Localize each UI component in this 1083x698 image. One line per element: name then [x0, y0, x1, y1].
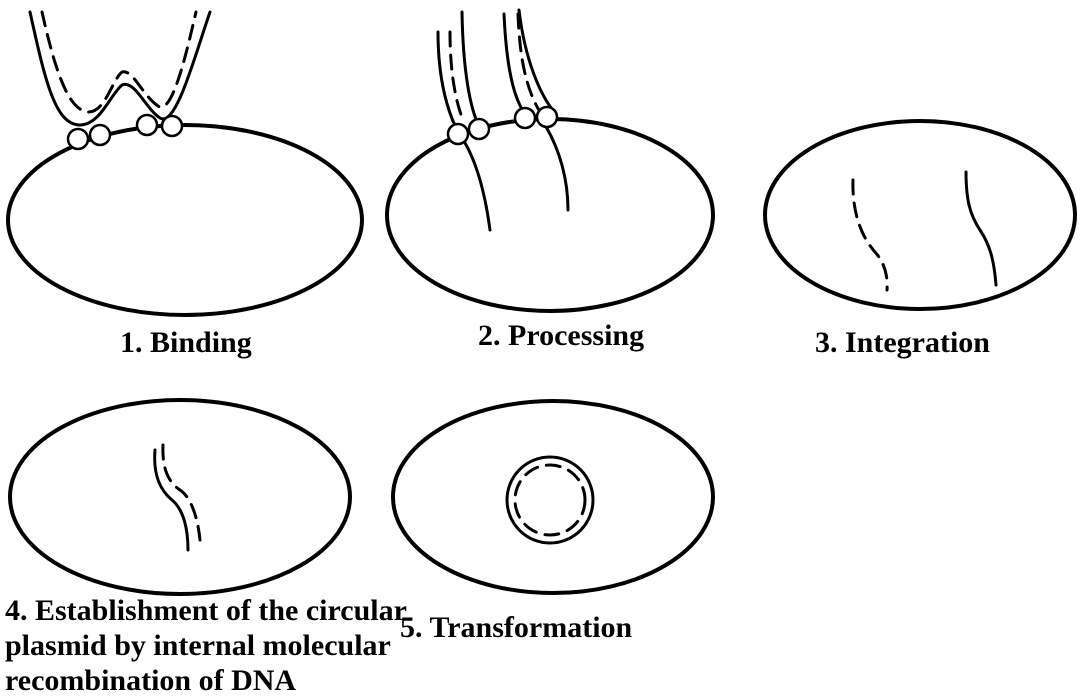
dna-strand-dashed	[853, 180, 887, 290]
plasmid-outer-strand	[507, 457, 593, 543]
step-binding-illustration	[8, 12, 362, 315]
dna-strand-solid	[462, 12, 480, 128]
cell-body	[10, 400, 350, 594]
step-integration-illustration	[765, 121, 1075, 309]
receptor-site	[137, 115, 157, 135]
step-label-binding: 1. Binding	[120, 325, 252, 360]
dna-strand-dashed	[450, 32, 463, 120]
receptor-site	[90, 125, 110, 145]
plasmid-inner-strand	[515, 465, 585, 535]
receptor-site	[515, 108, 535, 128]
dna-strand-dashed	[163, 445, 200, 540]
cell-body	[8, 125, 362, 315]
dna-strand-dashed	[42, 12, 196, 112]
cell-body	[393, 401, 713, 593]
dna-strand-solid	[545, 125, 568, 210]
receptor-site	[469, 119, 489, 139]
step-label-establishment: 4. Establishment of the circular plasmid…	[5, 593, 407, 698]
step-label-transformation: 5. Transformation	[400, 610, 632, 645]
receptor-site	[448, 124, 468, 144]
cell-body	[387, 119, 713, 311]
dna-strand-solid	[966, 172, 996, 285]
step-processing-illustration	[387, 10, 713, 311]
dna-strand-solid	[155, 450, 188, 550]
step-label-processing: 2. Processing	[478, 318, 644, 353]
receptor-site	[537, 107, 557, 127]
step-establishment-illustration	[10, 400, 350, 594]
receptor-site	[68, 129, 88, 149]
receptor-site	[162, 116, 182, 136]
step-label-integration: 3. Integration	[815, 325, 990, 360]
cell-body	[765, 121, 1075, 309]
dna-strand-solid	[519, 10, 555, 113]
step-transformation-illustration	[393, 401, 713, 593]
